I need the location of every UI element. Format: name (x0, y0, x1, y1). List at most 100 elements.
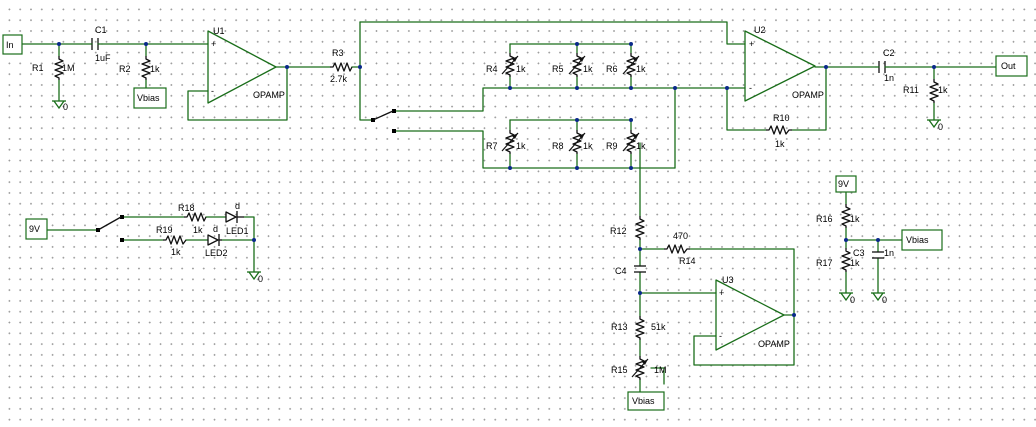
svg-text:1k: 1k (850, 214, 860, 224)
svg-text:1k: 1k (516, 64, 526, 74)
resistor-r16: R16 1k (816, 204, 860, 228)
svg-text:1M: 1M (654, 365, 667, 375)
u3-type: OPAMP (758, 339, 790, 349)
spdt-switch-led (96, 215, 124, 242)
resistor-r3: R3 2.7k (330, 48, 353, 84)
resistor-r17: R17 1k (816, 248, 860, 272)
pot-r8: R8 1k (552, 130, 593, 154)
capacitor-c2: C2 1n (875, 48, 895, 83)
svg-text:R6: R6 (606, 64, 618, 74)
svg-text:R19: R19 (156, 225, 173, 235)
svg-text:R13: R13 (611, 322, 628, 332)
resistor-r14: 470 R14 (664, 231, 696, 266)
pot-r5: R5 1k (552, 53, 593, 77)
svg-text:R9: R9 (606, 141, 618, 151)
capacitor-c1: C1 1uF (91, 25, 111, 63)
svg-text:1k: 1k (636, 141, 646, 151)
port-9v-left: 9V (25, 218, 48, 240)
u2-ref: U2 (754, 25, 766, 35)
svg-text:C4: C4 (615, 266, 627, 276)
svg-text:0: 0 (850, 295, 855, 305)
pot-r6: R6 1k (606, 53, 646, 77)
svg-text:Vbias: Vbias (632, 396, 655, 406)
resistor-r2: R2 1k (119, 56, 160, 80)
resistor-r1: R1 1M (32, 56, 75, 80)
svg-text:R4: R4 (486, 64, 498, 74)
opamp-u1: + - U1 OPAMP (207, 26, 285, 104)
svg-text:1k: 1k (850, 258, 860, 268)
resistor-r12: R12 (610, 216, 645, 240)
opamp-u2: + - U2 OPAMP (744, 25, 824, 102)
resistor-r19: R19 1k (156, 225, 187, 257)
svg-text:0: 0 (258, 274, 263, 284)
svg-text:+: + (749, 39, 754, 49)
svg-text:C2: C2 (883, 48, 895, 58)
spdt-switch-main (371, 109, 396, 133)
pot-r7: R7 1k (486, 130, 526, 154)
led2: d LED2 (205, 224, 228, 258)
ground-symbols: 0 0 0 0 0 (51, 100, 943, 305)
svg-text:In: In (6, 40, 14, 50)
svg-text:R2: R2 (119, 64, 131, 74)
pot-r15: R15 1M (611, 356, 667, 380)
svg-text:d: d (213, 224, 218, 234)
svg-text:0: 0 (938, 122, 943, 132)
resistor-r13: R13 51k (611, 316, 666, 340)
svg-text:0: 0 (63, 102, 68, 112)
u1-type: OPAMP (253, 90, 285, 100)
svg-text:1k: 1k (516, 141, 526, 151)
svg-text:0: 0 (882, 295, 887, 305)
svg-text:1k: 1k (938, 85, 948, 95)
svg-text:-: - (719, 331, 722, 341)
resistor-r11: R11 1k (903, 79, 948, 103)
svg-text:1n: 1n (884, 248, 894, 258)
svg-text:1k: 1k (193, 225, 203, 235)
svg-text:1M: 1M (62, 63, 75, 73)
port-9v-right: 9V (835, 175, 857, 193)
svg-text:R17: R17 (816, 258, 833, 268)
svg-text:1k: 1k (775, 139, 785, 149)
svg-text:Out: Out (1001, 61, 1016, 71)
u2-type: OPAMP (792, 90, 824, 100)
svg-text:-: - (749, 83, 752, 93)
svg-text:Vbias: Vbias (137, 93, 160, 103)
capacitor-c4: C4 (615, 265, 646, 276)
svg-text:1k: 1k (171, 247, 181, 257)
svg-text:1k: 1k (583, 141, 593, 151)
svg-text:Vbias: Vbias (906, 235, 929, 245)
svg-text:+: + (719, 288, 724, 298)
svg-text:R16: R16 (816, 214, 833, 224)
u1-ref: U1 (213, 26, 225, 36)
port-in: In (2, 34, 23, 55)
svg-text:R10: R10 (773, 113, 790, 123)
svg-text:R3: R3 (332, 48, 344, 58)
svg-text:R8: R8 (552, 141, 564, 151)
svg-text:R5: R5 (552, 64, 564, 74)
svg-text:R18: R18 (178, 203, 195, 213)
svg-text:1k: 1k (636, 64, 646, 74)
svg-text:LED2: LED2 (205, 248, 228, 258)
svg-text:R14: R14 (679, 256, 696, 266)
resistor-r18: R18 1k (178, 203, 207, 235)
svg-text:2.7k: 2.7k (330, 74, 348, 84)
port-vbias-r15: Vbias (627, 391, 665, 411)
svg-text:9V: 9V (838, 179, 849, 189)
svg-text:R11: R11 (903, 85, 919, 95)
svg-text:1k: 1k (583, 64, 593, 74)
svg-text:C3: C3 (853, 248, 865, 258)
svg-text:51k: 51k (651, 322, 666, 332)
resistor-r10: R10 1k (766, 113, 792, 149)
svg-text:R15: R15 (611, 365, 628, 375)
pot-r9: R9 1k (606, 130, 646, 154)
svg-text:R1: R1 (32, 63, 44, 73)
port-vbias-r2: Vbias (133, 87, 167, 109)
svg-text:R12: R12 (610, 226, 627, 236)
port-out: Out (995, 55, 1028, 77)
u3-ref: U3 (722, 275, 734, 285)
svg-text:9V: 9V (29, 224, 40, 234)
svg-text:1uF: 1uF (95, 53, 111, 63)
capacitor-c3: C3 1n (853, 248, 894, 259)
svg-text:d: d (235, 201, 240, 211)
